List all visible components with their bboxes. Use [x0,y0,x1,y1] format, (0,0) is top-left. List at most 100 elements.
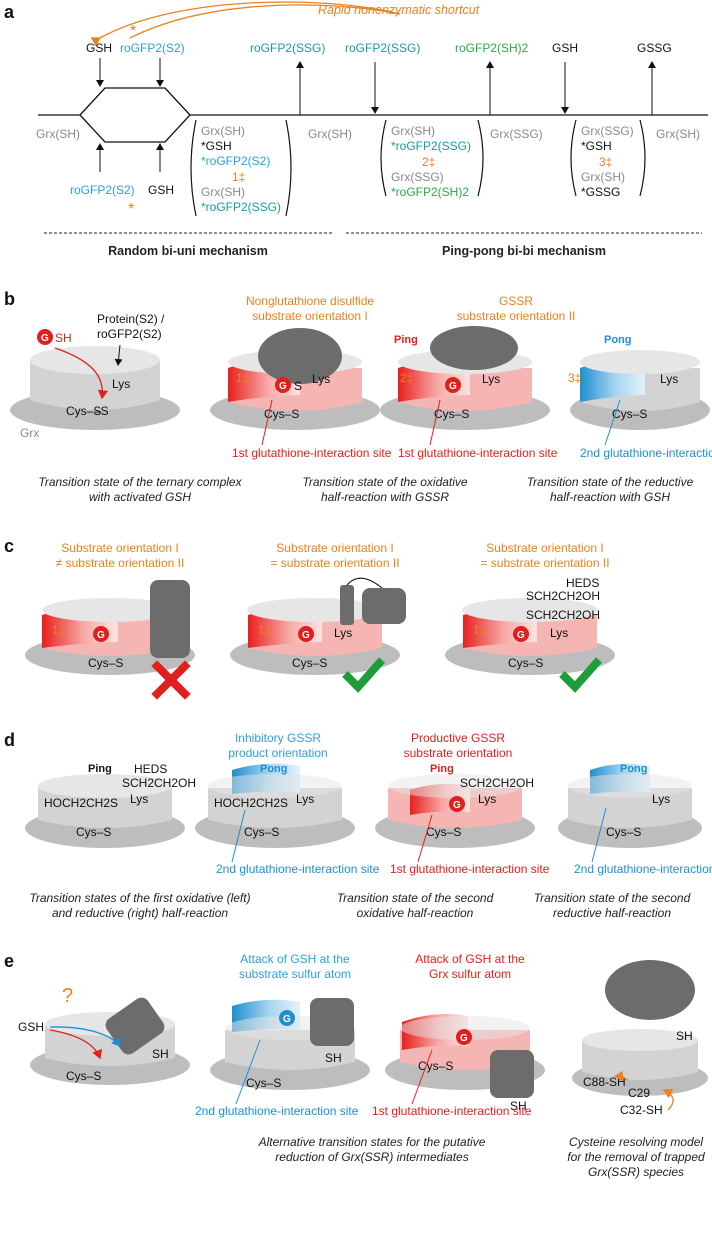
e-g-text-3: G [460,1033,468,1044]
top-rogfp2-s2: roGFP2(S2) [120,41,185,55]
d-g-circle-3 [449,796,465,812]
e-site1: 1st glutathione-interaction site [372,1104,532,1118]
d-cap3-l2: reductive half-reaction [553,906,671,920]
d-body-1 [38,788,172,828]
c-top-3 [462,598,598,622]
c2-cys: Cys–S [292,656,327,670]
c3-lys: Lys [550,626,568,640]
e-h3-l2: Grx sulfur atom [429,967,511,981]
b4-cys: Cys–S [612,407,647,421]
b4-lys: Lys [660,372,678,386]
c-protein-2b [362,588,406,624]
d-ping-1: Ping [88,763,112,775]
grx-ssg: Grx(SSG) [490,127,543,141]
d-g-text-3: G [453,800,461,811]
pong-label-b: Pong [604,334,632,346]
e-top-3 [400,1016,530,1040]
g-circle-3 [445,377,461,393]
e-g-text-2: G [283,1014,291,1025]
protein-ellipse-3 [430,326,518,370]
b-ts1: 1‡ [236,371,249,385]
b-cap3-l1: Transition state of the reductive [527,475,694,489]
gsh-arrow [54,347,109,400]
c3-cys: Cys–S [508,656,543,670]
c3-gssg: *GSSG [581,185,620,199]
c2-rogfp2-sh2: *roGFP2(SH)2 [391,185,469,199]
bracket-3-left [570,119,577,197]
d1-cys: Cys–S [76,825,111,839]
d-site1-line [417,814,433,863]
d-body-4 [568,788,692,828]
bracket-1-right [285,119,292,217]
g-text-3: G [449,381,457,392]
e-protein-2 [310,998,354,1046]
mech-random: Random bi-uni mechanism [108,244,268,258]
c1-rogfp2-s2: *roGFP2(S2) [201,154,270,168]
grx-sh-2: Grx(SH) [308,127,352,141]
c-h2-l2: = substrate orientation II [270,556,399,570]
d-pong-4: Pong [620,763,648,775]
d-cap2-l1: Transition state of the second [337,891,494,905]
d-hoch-1: HOCH2CH2S [44,796,118,810]
c1-ts: 1‡ [232,170,245,184]
grx-top-1 [30,346,160,374]
b-cap3-l2: half-reaction with GSH [550,490,670,504]
d-site2-a: 2nd glutathione-interaction site [216,862,380,876]
e2-sh: SH [325,1051,342,1065]
c-g-circle-2 [298,626,314,642]
d3-cys: Cys–S [426,825,461,839]
b1-lys: Lys [112,377,130,391]
gsh-g-circle [37,329,53,345]
top-rogfp2-ssg-2: roGFP2(SSG) [345,41,420,55]
d3-lys: Lys [478,792,496,806]
e-h3-l1: Attack of GSH at the [415,952,525,966]
g-text-2: G [279,381,287,392]
d-heds: HEDS [134,762,167,776]
c-chain-2: SCH2CH2OH [526,608,600,622]
e-h2-l1: Attack of GSH at the [240,952,350,966]
d-site2-line-b [591,807,607,863]
e-orange-arrow-2 [662,1088,674,1111]
mech-pingpong: Ping-pong bi-bi mechanism [442,244,606,258]
panel-a-label: a [4,2,15,22]
b-cap2-l2: half-reaction with GSSR [321,490,449,504]
ping-label-b: Ping [394,334,418,346]
c2-ts: 2‡ [422,155,435,169]
top-gsh-2: GSH [552,41,578,55]
c-ts3: 1‡ [473,623,486,637]
d2-cys: Cys–S [244,825,279,839]
e-top-4 [582,1029,698,1051]
d-site1: 1st glutathione-interaction site [390,862,550,876]
c-g-text-2: G [302,630,310,641]
c-ts1: 1‡ [52,623,65,637]
d-body-2 [208,788,342,828]
e-cap-right-l3: Grx(SSR) species [588,1165,684,1179]
panel-e: e Attack of GSH at the substrate sulfur … [4,951,708,1179]
b3-lys: Lys [482,372,500,386]
panel-b-label: b [4,289,15,309]
shortcut-star-bottom: * [128,201,134,218]
d-chain-1: SCH2CH2OH [122,776,196,790]
panel-c-label: c [4,536,14,556]
b-site1-line-a [261,399,273,446]
b-site1-b: 1st glutathione-interaction site [398,446,558,460]
protein-ellipse-2 [258,328,342,384]
panel-a: a Rapid nonenzymatic shortcut * GSH roGF… [4,1,708,258]
b-head1-l2: substrate orientation I [252,309,367,323]
d-site2-b: 2nd glutathione-interaction site [574,862,712,876]
c-h1-l2: ≠ substrate orientation II [56,556,185,570]
e-site2: 2nd glutathione-interaction site [195,1104,359,1118]
b3-cys: Cys–S [434,407,469,421]
b-cap1-l2: with activated GSH [89,490,191,504]
c1-grx-sh-2: Grx(SH) [201,185,245,199]
b-head2-l1: GSSR [499,294,533,308]
check-icon-2 [559,657,602,693]
e3-sh: SH [510,1099,527,1113]
b1-cys: Cys–S [66,404,101,418]
cross-icon [151,660,191,700]
c-protein-2a [340,585,354,625]
b-site1-a: 1st glutathione-interaction site [232,446,392,460]
e-g-circle-3 [456,1029,472,1045]
c-protein-link [346,577,383,589]
